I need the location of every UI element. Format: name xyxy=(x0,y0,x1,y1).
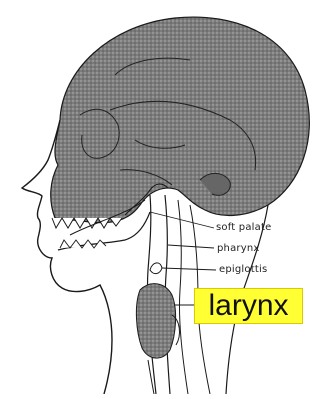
soft-palate-label: soft palate xyxy=(216,222,271,233)
soft-palate-pointer xyxy=(150,212,214,228)
pharynx-pointer xyxy=(168,245,214,248)
epiglottis-shape xyxy=(150,263,162,274)
larynx-highlight-box: larynx xyxy=(194,288,303,324)
larynx-label: larynx xyxy=(208,291,288,321)
epiglottis-label: epiglottis xyxy=(219,264,267,275)
epiglottis-pointer xyxy=(162,268,216,270)
pharynx-label: pharynx xyxy=(217,243,260,254)
upper-teeth xyxy=(52,218,122,228)
larynx-shape xyxy=(136,284,175,358)
cranium-region xyxy=(51,17,310,223)
